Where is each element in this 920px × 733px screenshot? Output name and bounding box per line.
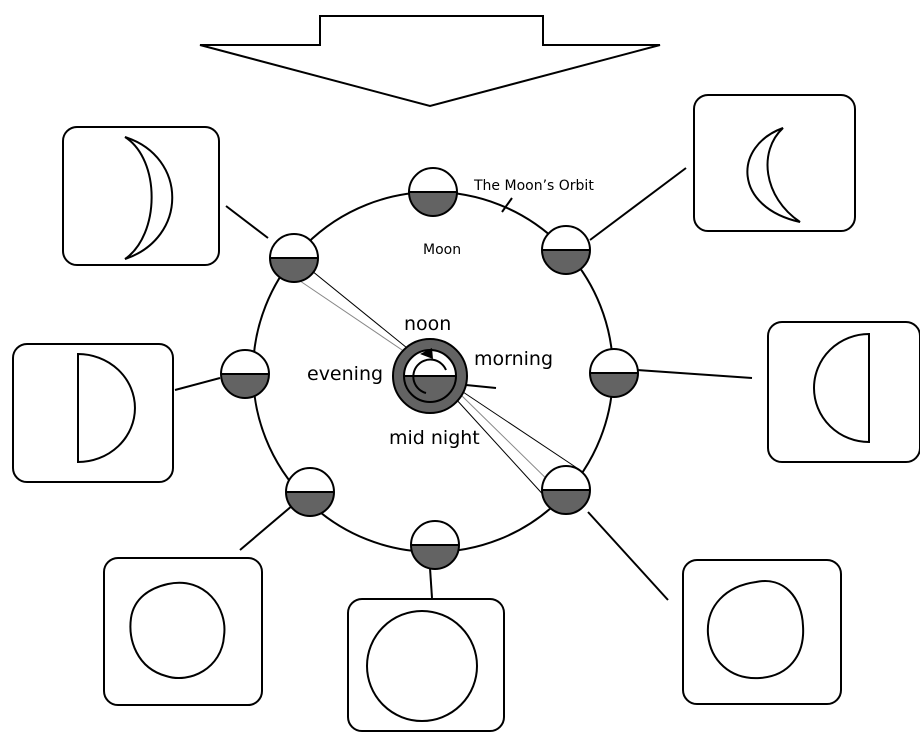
orbit-label: The Moon’s Orbit bbox=[473, 178, 594, 194]
phase-shape bbox=[706, 580, 805, 680]
orbit-moon bbox=[220, 349, 270, 399]
phase-box-waning-crescent bbox=[693, 94, 856, 232]
sight-line bbox=[459, 389, 581, 471]
evening-label: evening bbox=[307, 363, 383, 385]
phase-box-last-quarter bbox=[767, 321, 920, 463]
orbit-moon bbox=[269, 233, 319, 283]
phase-shape bbox=[124, 136, 174, 260]
moon-label: Moon bbox=[423, 242, 461, 258]
connector-line bbox=[636, 369, 753, 379]
connector-line bbox=[587, 511, 669, 601]
phase-box-waxing-crescent bbox=[62, 126, 220, 266]
orbit-moon bbox=[541, 465, 591, 515]
phase-box-waxing-gibbous bbox=[103, 557, 263, 706]
connector-line bbox=[225, 205, 269, 239]
orbit-moon bbox=[541, 225, 591, 275]
phase-shape bbox=[129, 581, 226, 679]
connector-line bbox=[589, 167, 687, 241]
phase-shape bbox=[366, 610, 478, 722]
midnight-label: mid night bbox=[389, 427, 480, 449]
phase-shape bbox=[77, 352, 136, 464]
sunlight-arrow-icon bbox=[199, 15, 661, 108]
orbit-moon bbox=[408, 167, 458, 217]
orbit-label-pointer bbox=[501, 197, 513, 213]
orbit-moon bbox=[285, 467, 335, 517]
phase-box-waning-gibbous bbox=[682, 559, 842, 705]
connector-lines bbox=[174, 167, 753, 601]
phase-shape bbox=[746, 127, 801, 223]
phase-shape bbox=[813, 332, 870, 444]
orbit-moon bbox=[410, 520, 460, 570]
connector-line bbox=[239, 504, 294, 551]
phase-box-first-quarter bbox=[12, 343, 174, 483]
connector-line bbox=[429, 567, 433, 599]
morning-label: morning bbox=[474, 348, 553, 370]
noon-label: noon bbox=[404, 313, 451, 335]
orbit-moon bbox=[589, 348, 639, 398]
sight-line bbox=[454, 397, 549, 501]
rotation-arrow-icon bbox=[412, 348, 447, 394]
sight-line bbox=[459, 393, 561, 493]
earth bbox=[392, 338, 497, 414]
phase-box-full-moon bbox=[347, 598, 505, 732]
connector-line bbox=[174, 377, 221, 391]
